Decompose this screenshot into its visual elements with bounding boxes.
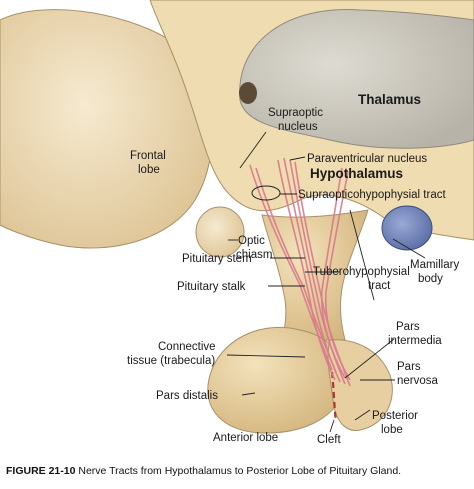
label-tubero-line1: Tuberohypophysial [313,266,410,278]
mamillary-body-shape [381,205,433,251]
label-frontal-line2: lobe [138,164,160,176]
label-hypothalamus: Hypothalamus [310,166,403,181]
label-cleft: Cleft [317,434,341,446]
label-supraopticohypophysial: Supraopticohypophysial tract [298,189,446,201]
label-optic-line2: chiasm [236,249,272,261]
label-pars-nervosa-line1: Pars [397,361,421,373]
supraoptic-nucleus-marker [251,185,281,201]
label-thalamus: Thalamus [358,92,421,107]
caption-text: Nerve Tracts from Hypothalamus to Poster… [78,465,402,477]
label-optic-line1: Optic [238,235,265,247]
optic-chiasm-shape [195,206,245,258]
posterior-lobe-shape [327,339,393,431]
nerve-fibers [249,157,351,387]
label-mamillary-line1: Mamillary [410,259,459,271]
leader-lines [226,131,426,433]
frontal-lobe-shape [0,9,213,249]
label-tubero-line2: tract [368,280,391,292]
label-posterior-line1: Posterior [372,410,418,422]
label-pars-distalis: Pars distalis [156,390,218,402]
label-pituitary-stalk: Pituitary stalk [177,281,246,293]
label-connective-line2: tissue (trabecula) [127,355,215,367]
label-pars-nervosa-line2: nervosa [397,375,439,387]
label-supraoptic-line2: nucleus [278,121,318,133]
thalamus-dark-spot [239,82,257,104]
thalamus-shape [239,9,474,149]
label-mamillary-line2: body [418,273,443,285]
label-pars-intermedia-line1: Pars [396,321,420,333]
figure-caption: FIGURE 21-10 Nerve Tracts from Hypothala… [6,465,470,477]
pituitary-diagram: Thalamus Supraoptic nucleus Frontal lobe… [0,0,474,446]
label-connective-line1: Connective [158,341,216,353]
label-paraventricular: Paraventricular nucleus [307,153,427,165]
label-frontal-line1: Frontal [130,150,166,162]
label-anterior-lobe: Anterior lobe [213,432,278,444]
label-pituitary-stem: Pituitary stem [182,253,252,265]
label-pars-intermedia-line2: intermedia [388,335,442,347]
label-posterior-line2: lobe [381,424,403,436]
label-supraoptic-line1: Supraoptic [268,107,323,119]
caption-figure-number: FIGURE 21-10 [6,465,76,477]
pituitary-stalk-shape [261,209,369,341]
